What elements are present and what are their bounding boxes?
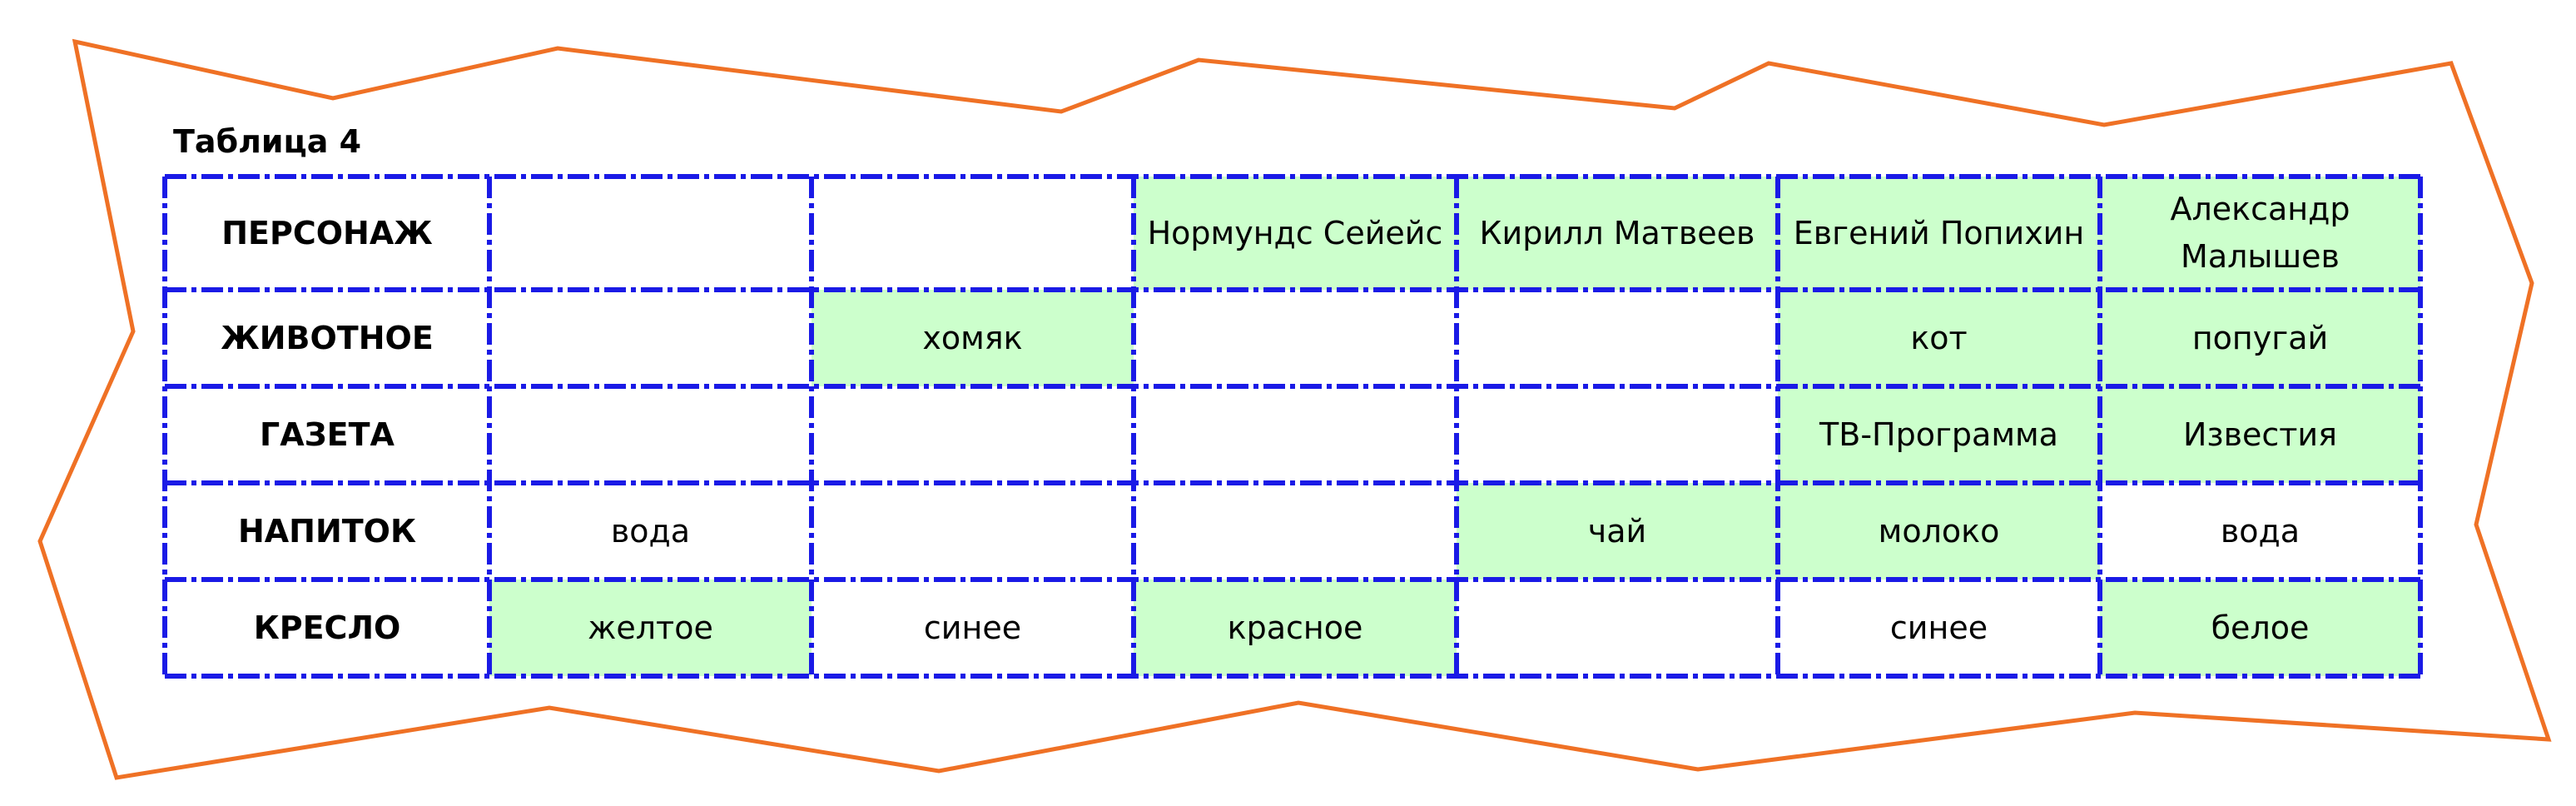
- table-cell: синее: [923, 609, 1022, 646]
- row-header: КРЕСЛО: [253, 609, 401, 646]
- table-cell: красное: [1227, 609, 1363, 646]
- cell-fills: [489, 177, 2420, 676]
- cell-highlight: [1778, 290, 2100, 386]
- cell-highlight: [489, 580, 812, 676]
- table-cell: хомяк: [922, 319, 1023, 356]
- table-cell: [489, 386, 812, 483]
- table-cell: [1457, 290, 1778, 386]
- cell-highlight: [1457, 177, 1778, 290]
- table-cell: Александр Малышев: [2170, 191, 2350, 275]
- cell-highlight: [2100, 290, 2420, 386]
- table-cell: [812, 386, 1134, 483]
- cell-highlight: [1778, 483, 2100, 580]
- cell-highlight: [1134, 177, 1457, 290]
- table-cell: [489, 290, 812, 386]
- table-cell: кот: [1910, 319, 1968, 356]
- table-cell: [1457, 386, 1778, 483]
- row-header: НАПИТОК: [237, 512, 417, 550]
- table-cell: [1134, 483, 1457, 580]
- cell-highlight: [812, 290, 1134, 386]
- table-cell: Нормундс Сейейс: [1147, 214, 1443, 251]
- grid-lines: [162, 174, 2423, 679]
- cell-highlight: [1778, 177, 2100, 290]
- cell-highlight: [1134, 580, 1457, 676]
- table-cell: вода: [2220, 512, 2301, 550]
- table-cell: молоко: [1878, 512, 2000, 550]
- cell-highlight: [1778, 386, 2100, 483]
- table-cell: белое: [2211, 609, 2310, 646]
- table-cell: [812, 483, 1134, 580]
- cell-highlight: [2100, 177, 2420, 290]
- table-cell: [812, 177, 1134, 290]
- table-cell: [1457, 580, 1778, 676]
- table-cell: синее: [1889, 609, 1988, 646]
- table-cell: вода: [610, 512, 691, 550]
- table-cell: ТВ-Программа: [1819, 415, 2058, 453]
- cell-highlight: [2100, 580, 2420, 676]
- table-cell: чай: [1587, 512, 1647, 550]
- table-cell: [1134, 386, 1457, 483]
- table-cell: Кирилл Матвеев: [1479, 214, 1755, 251]
- table-cell: [489, 177, 812, 290]
- row-header: ПЕРСОНАЖ: [221, 214, 433, 251]
- frame-outline: [37, 38, 2552, 780]
- table-cell: [1134, 290, 1457, 386]
- cell-highlight: [1457, 483, 1778, 580]
- table-cell: желтое: [588, 609, 713, 646]
- table-title: Таблица 4: [173, 123, 362, 160]
- table-cell: попугай: [2191, 319, 2329, 356]
- cell-highlight: [2100, 386, 2420, 483]
- row-header: ГАЗЕТА: [260, 415, 395, 453]
- row-header: ЖИВОТНОЕ: [221, 319, 434, 356]
- table-cell: Известия: [2183, 415, 2337, 453]
- table-cell: Евгений Попихин: [1793, 214, 2085, 251]
